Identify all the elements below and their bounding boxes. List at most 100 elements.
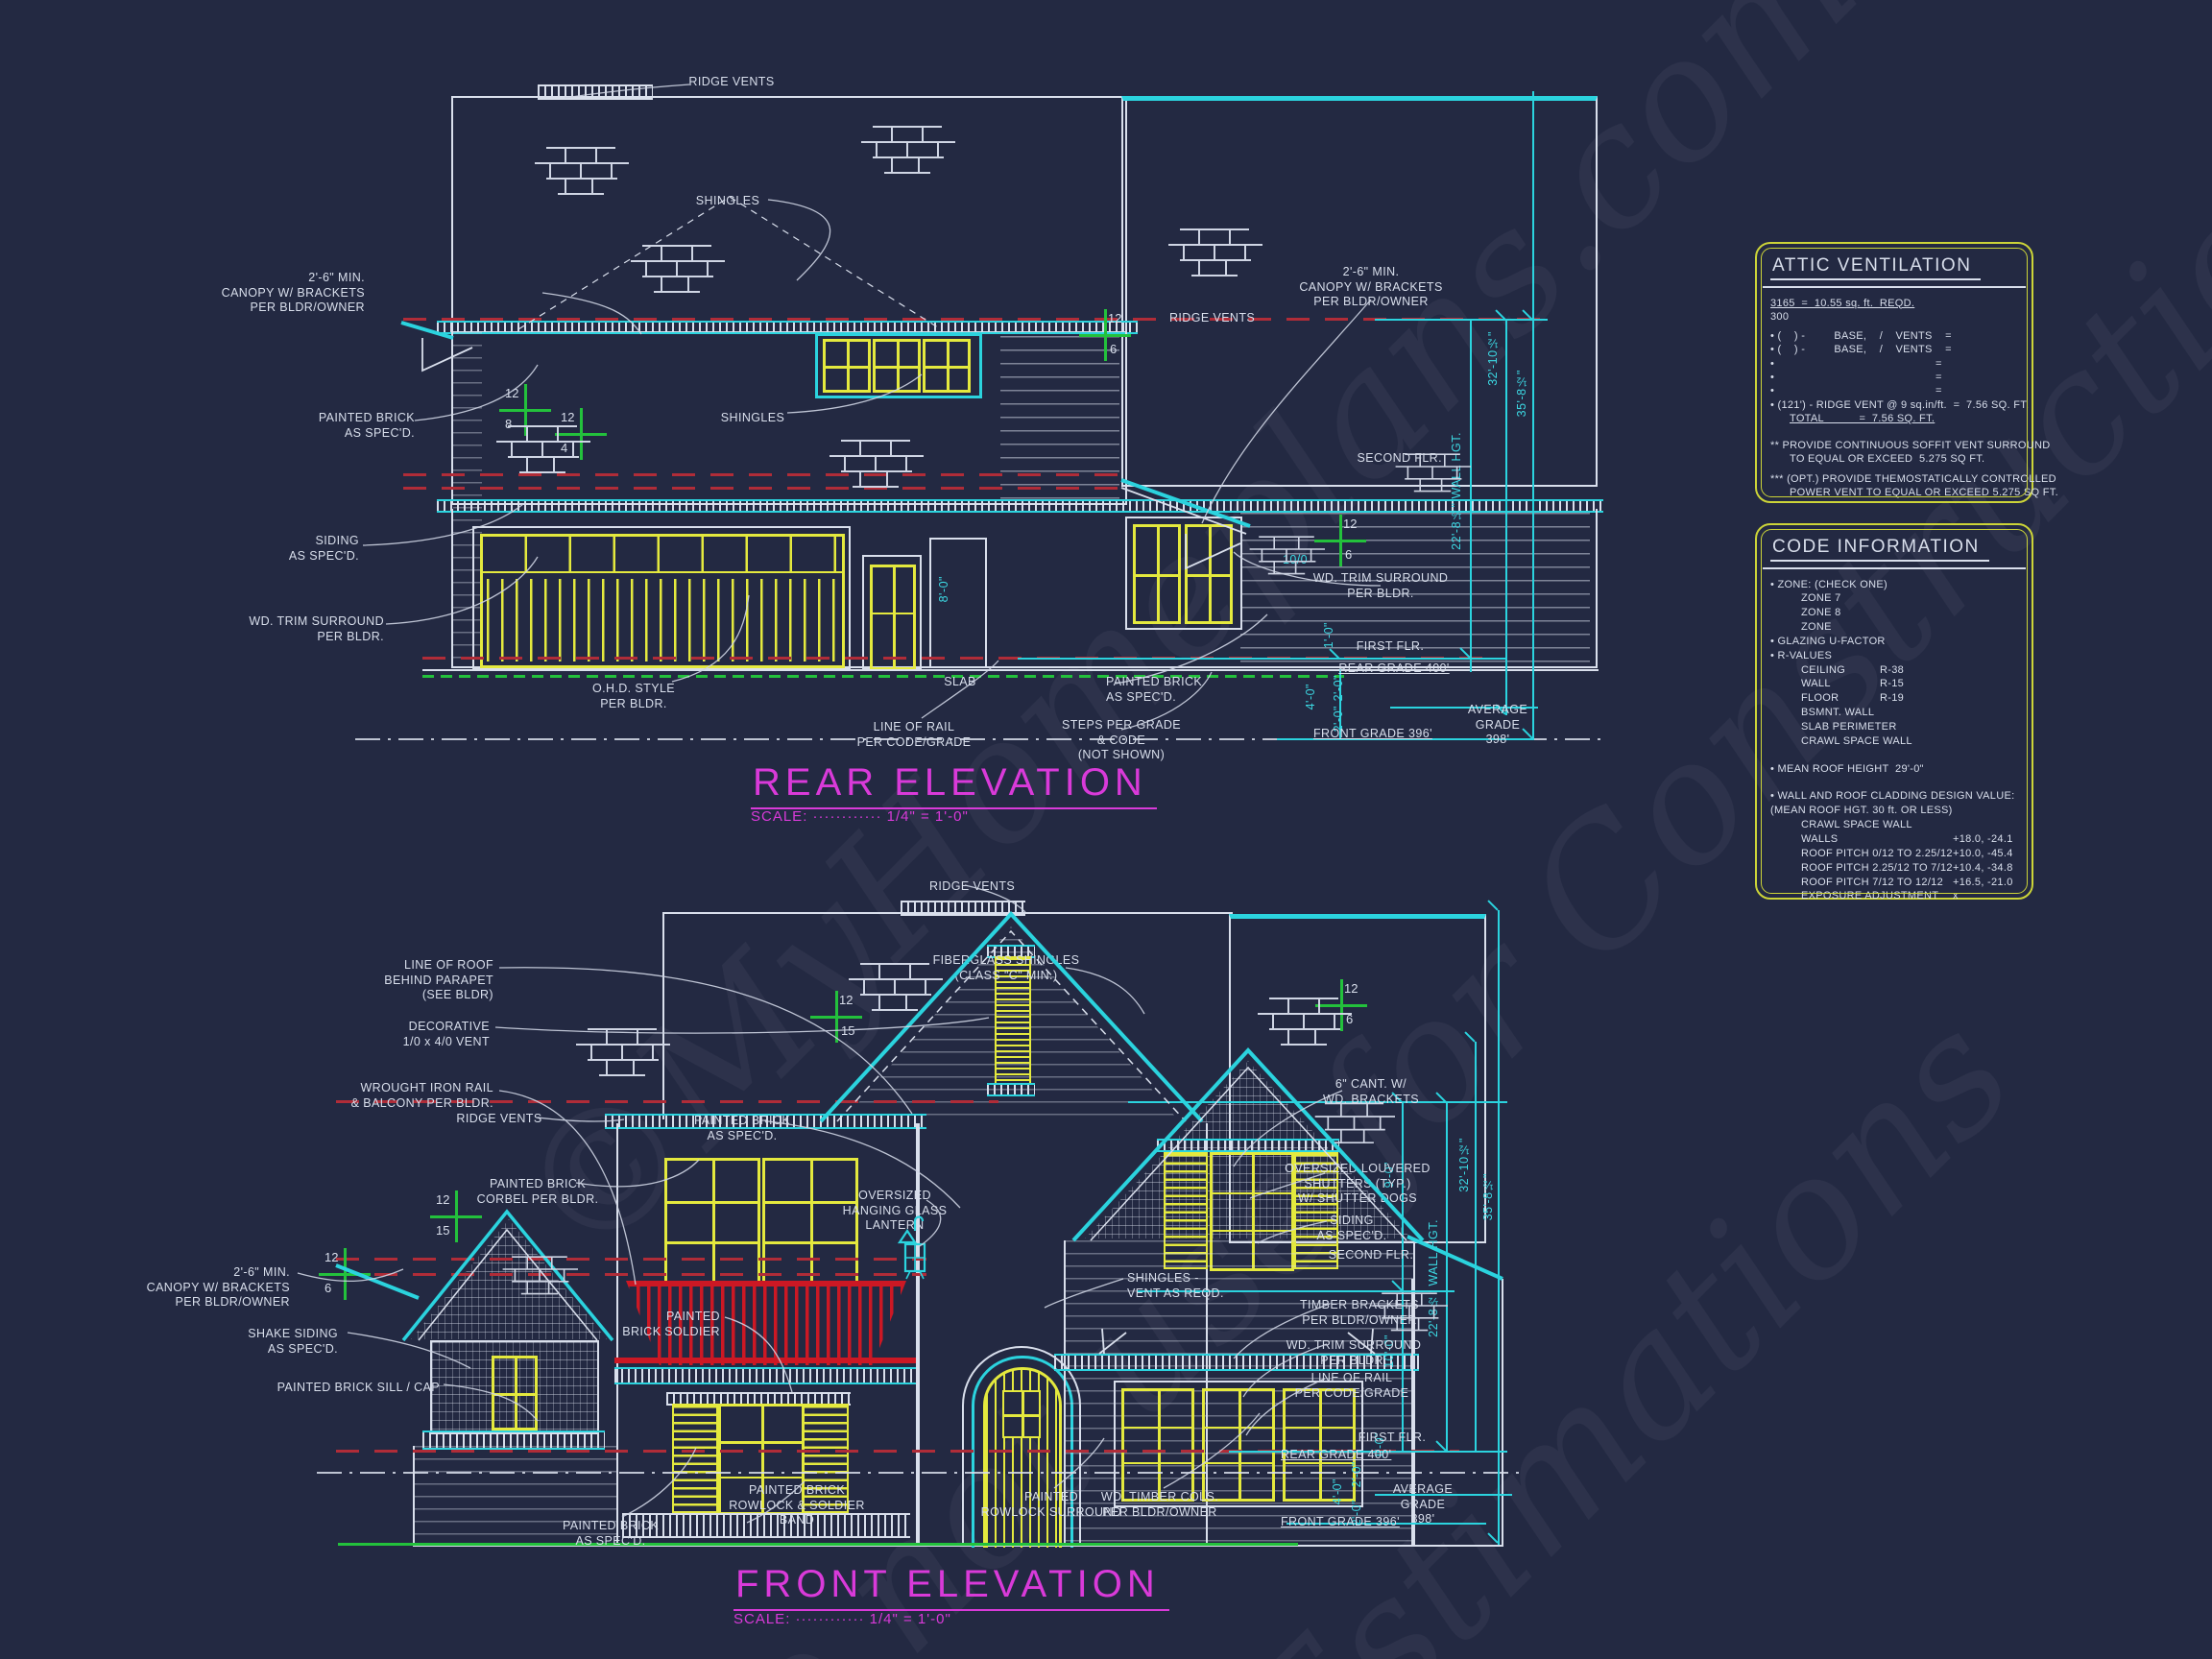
label-brick-soldier: PAINTED BRICK SOLDIER <box>622 1310 720 1338</box>
attic-row: TO EQUAL OR EXCEED 5.275 SQ FT. <box>1790 453 1985 466</box>
rear-dim-ext-firstflr <box>1018 658 1505 660</box>
front-dim-line-35 <box>1498 910 1500 1545</box>
front-left-pier <box>413 1446 618 1547</box>
rear-grade-line <box>422 675 1344 678</box>
rear-second-floor-line-b <box>403 487 1121 490</box>
label-cant: 6" CANT. W/ WD. BRACKETS <box>1323 1077 1419 1106</box>
rear-ridge-vent-icon <box>538 84 653 100</box>
code-row: WALLS+18.0, -24.1 <box>1801 833 2013 845</box>
label-rowlock-band: PAINTED BRICK ROWLOCK & SOLDIER BAND <box>729 1483 865 1527</box>
front-dim-ext-front <box>1286 1523 1486 1525</box>
rear-window-size: 10/0 <box>1283 553 1308 566</box>
attic-row: • ( ) - BASE, / VENTS = <box>1770 344 1952 356</box>
rear-dim-line-32 <box>1505 320 1507 715</box>
label-decorative: DECORATIVE 1/0 x 4/0 VENT <box>402 1020 490 1048</box>
label-avg-grade-front: AVERAGE GRADE 398' <box>1392 1482 1454 1527</box>
front-right-wing <box>1411 1279 1503 1547</box>
label-line-of-roof: LINE OF ROOF BEHIND PARAPET (SEE BLDR) <box>384 958 493 1002</box>
front-roof-band-right <box>1229 914 1486 1243</box>
code-information-box: CODE INFORMATION • ZONE: (CHECK ONE) ZON… <box>1755 523 2033 902</box>
label-steps: STEPS PER GRADE & CODE (NOT SHOWN) <box>1061 718 1182 762</box>
front-rowlock-band <box>622 1513 910 1538</box>
code-row: CRAWL SPACE WALL <box>1801 819 1912 831</box>
rear-door <box>870 565 916 670</box>
front-parapet-cap <box>605 1114 926 1129</box>
attic-row: • (121') - RIDGE VENT @ 9 sq.in/ft. = 7.… <box>1770 398 2030 411</box>
code-row: SLAB PERIMETER <box>1801 720 1897 733</box>
rear-second-floor-line-a <box>403 473 1121 476</box>
label-canopy-right: 2'-6" MIN. CANOPY W/ BRACKETS PER BLDR/O… <box>1299 265 1443 309</box>
label-ridge-vents-top: RIDGE VENTS <box>688 75 775 88</box>
label-front-grade-front: FRONT GRADE 396' <box>1281 1515 1400 1528</box>
rear-door-2 <box>929 538 987 668</box>
front-gable-shutter-right <box>1294 1152 1338 1269</box>
label-painted-brick-right: PAINTED BRICK AS SPEC'D. <box>1106 675 1203 704</box>
label-wd-trim-left: WD. TRIM SURROUND PER BLDR. <box>249 614 384 643</box>
front-shutter-left <box>672 1404 718 1513</box>
label-ridge-vents-2: RIDGE VENTS <box>456 1112 542 1125</box>
front-soldier-band <box>614 1367 918 1384</box>
attic-row: • = <box>1770 357 1942 370</box>
front-dim-line-10 <box>1402 1291 1404 1452</box>
attic-row: POWER VENT TO EQUAL OR EXCEED 5.275 SQ F… <box>1790 487 2058 499</box>
code-row: ROOF PITCH 0/12 TO 2.25/12+10.0, -45.4 <box>1801 847 2013 859</box>
front-parapet-tower <box>616 1123 920 1547</box>
label-shingles-vent: SHINGLES - VENT AS REQD. <box>1127 1271 1224 1300</box>
front-first-floor-line <box>336 1450 1459 1453</box>
code-row: • MEAN ROOF HEIGHT 29'-0" <box>1770 762 1924 775</box>
label-lantern: OVERSIZED HANGING GLASS LANTERN <box>842 1189 948 1233</box>
front-balcony-base <box>614 1358 918 1363</box>
label-rear-grade: REAR GRADE 400' <box>1338 661 1450 675</box>
label-ridge-vents-right: RIDGE VENTS <box>1169 311 1256 325</box>
front-elevation-scale: SCALE: ············ 1/4" = 1'-0" <box>733 1611 951 1627</box>
rear-eave-band-lower <box>437 499 1603 513</box>
code-row: ZONE <box>1801 621 1832 634</box>
attic-ventilation-box: ATTIC VENTILATION 3165 = 10.55 sq. ft. R… <box>1755 242 2058 503</box>
attic-row: • ( ) - BASE, / VENTS = <box>1770 330 1952 343</box>
code-row: ROOF PITCH 2.25/12 TO 7/12+10.4, -34.8 <box>1801 861 2013 874</box>
rear-dim-line-wall <box>1470 320 1472 672</box>
rear-garage-door <box>480 534 845 668</box>
front-plate-line <box>336 1100 998 1103</box>
front-balcony-rail <box>626 1281 906 1365</box>
rear-window-trim <box>1125 517 1242 630</box>
front-grade-line <box>338 1543 1298 1546</box>
label-shake: SHAKE SIDING AS SPEC'D. <box>248 1327 338 1356</box>
rear-clerestory-2 <box>873 339 921 393</box>
front-dormer-cap <box>422 1431 605 1450</box>
label-corbel: PAINTED BRICK CORBEL PER BLDR. <box>476 1177 599 1206</box>
rear-first-floor-wall <box>451 509 1598 668</box>
rear-eave-band-upper <box>437 321 1138 334</box>
attic-row: 3165 = 10.55 sq. ft. REQD. <box>1770 297 1915 309</box>
front-dim-line-9 <box>1402 1102 1404 1291</box>
code-row: • R-VALUES <box>1770 649 1833 661</box>
front-triple-window-1 <box>1121 1388 1194 1502</box>
attic-row: • = <box>1770 371 1942 383</box>
label-canopy-left: 2'-6" MIN. CANOPY W/ BRACKETS PER BLDR/O… <box>221 271 365 315</box>
label-canopy-left-front: 2'-6" MIN. CANOPY W/ BRACKETS PER BLDR/O… <box>146 1265 290 1310</box>
front-vent-cap-bottom <box>987 1083 1035 1096</box>
front-dim-ext-secondflr <box>1138 1290 1455 1292</box>
label-shingles-mid: SHINGLES <box>720 411 785 424</box>
code-row: CRAWL SPACE WALL <box>1801 734 1912 747</box>
front-gable-shutter-left <box>1164 1152 1208 1269</box>
label-line-of-rail-front: LINE OF RAIL PER CODE/GRADE <box>1294 1371 1409 1400</box>
label-sill: PAINTED BRICK SILL / CAP <box>276 1381 440 1394</box>
label-wd-trim-right: WD. TRIM SURROUND PER BLDR. <box>1312 571 1449 600</box>
label-siding-front: SIDING AS SPEC'D. <box>1316 1214 1387 1242</box>
label-fiberglass: FIBERGLASS SHINGLES (CLASS "C" MIN.) <box>932 953 1080 982</box>
front-dim-ext-firstflr <box>1229 1451 1507 1453</box>
rear-front-grade-line <box>355 738 1603 740</box>
rear-elevation-scale: SCALE: ············ 1/4" = 1'-0" <box>751 808 969 825</box>
front-arch-surround <box>962 1346 1081 1547</box>
label-rowlock-surround: PAINTED ROWLOCK SURROUND <box>980 1490 1122 1519</box>
code-box-title: CODE INFORMATION <box>1770 537 1989 562</box>
rear-window-left <box>1133 524 1181 624</box>
label-timber-brackets: TIMBER BRACKETS PER BLDR/OWNER <box>1299 1298 1420 1327</box>
front-gable-vent <box>995 956 1031 1085</box>
code-row: BSMNT. WALL <box>1801 707 1875 719</box>
